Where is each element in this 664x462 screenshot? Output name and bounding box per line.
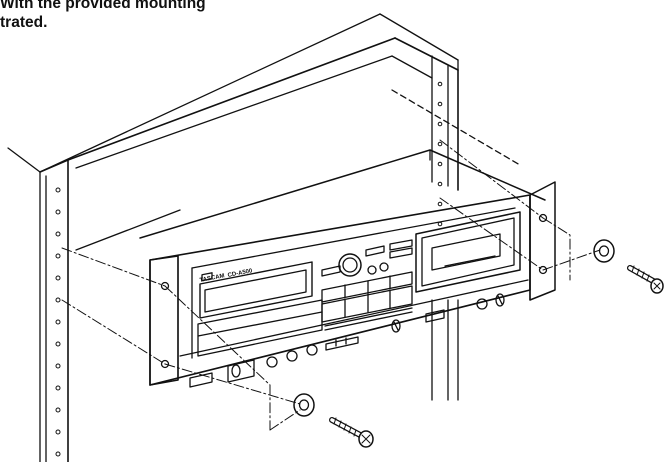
alignment-lines — [61, 139, 601, 431]
washer-left — [293, 393, 315, 417]
screw-left — [329, 417, 374, 448]
unit-labels: TASCAM CD-A500 — [199, 268, 253, 284]
rack-cabinet — [7, 13, 521, 462]
cd-cassette-deck — [139, 149, 556, 388]
caption-line-1: With the provided mounting — [0, 0, 206, 12]
screw-right — [627, 265, 664, 294]
caption-line-2: trated. — [0, 14, 48, 31]
left-rail-holes — [55, 187, 61, 457]
model-label: CD-A500 — [227, 268, 253, 279]
washer-right — [593, 239, 615, 263]
brand-label: TASCAM — [199, 273, 225, 284]
